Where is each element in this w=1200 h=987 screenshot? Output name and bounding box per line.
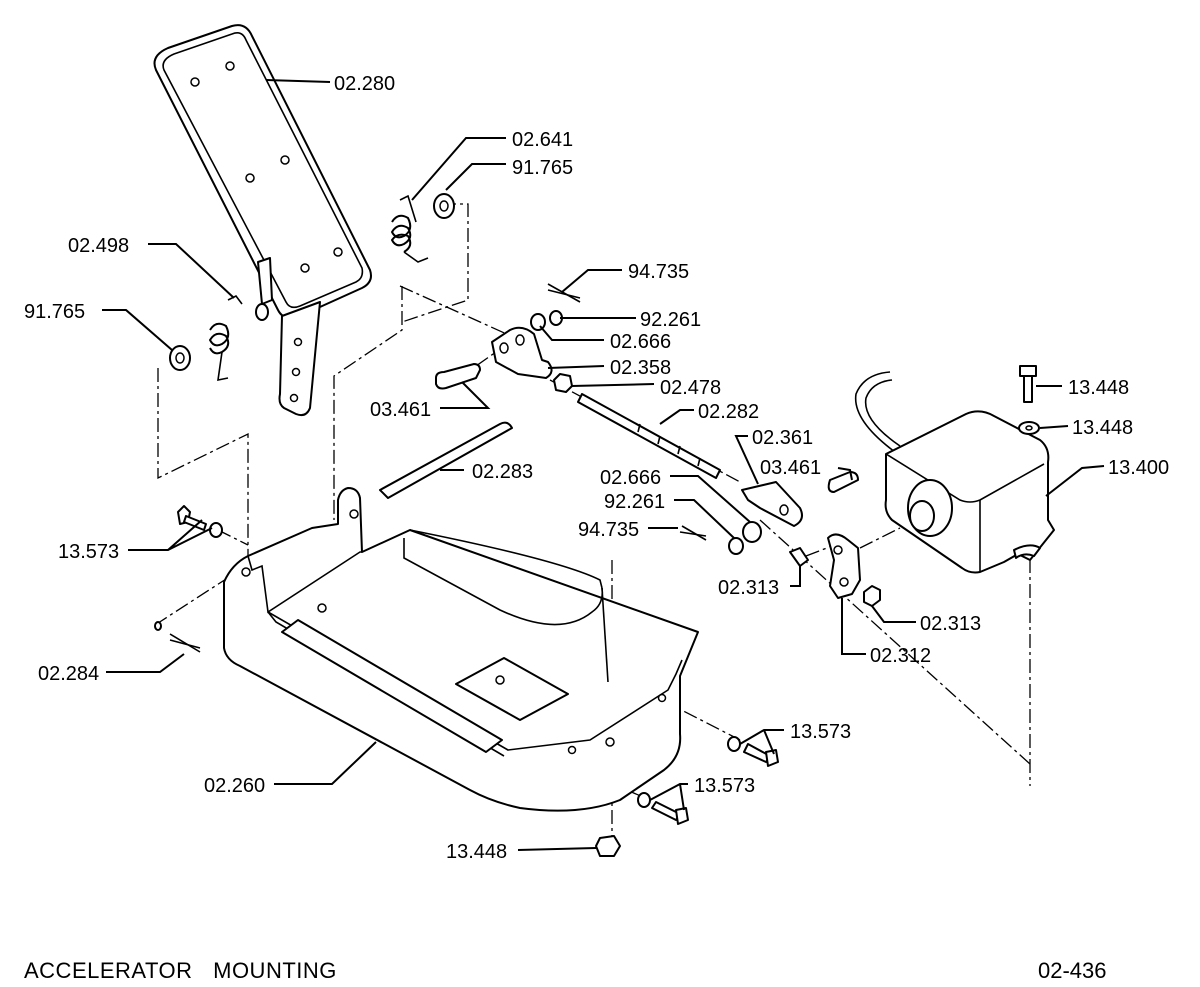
- callout-02-666-lower: 02.666: [600, 467, 661, 489]
- callout-02-260: 02.260: [204, 775, 265, 797]
- callout-labels: 02.280 02.641 91.765 02.498 91.765 94.73…: [24, 73, 1169, 863]
- callout-92-261-upper: 92.261: [640, 309, 701, 331]
- return-spring-right: [391, 194, 429, 263]
- callout-03-461-left: 03.461: [370, 399, 431, 421]
- page-title: ACCELERATOR MOUNTING: [24, 958, 337, 983]
- callout-02-498: 02.498: [68, 235, 129, 257]
- lower-clevis-group: [679, 471, 881, 607]
- callout-92-261-lower: 92.261: [604, 491, 665, 513]
- callout-02-666-upper: 02.666: [610, 331, 671, 353]
- callout-13-573-bottom: 13.573: [694, 775, 755, 797]
- callout-94-735-upper: 94.735: [628, 261, 689, 283]
- exploded-parts-diagram: 02.280 02.641 91.765 02.498 91.765 94.73…: [24, 24, 1169, 863]
- tray-fasteners: [154, 505, 779, 857]
- return-spring-left: [209, 294, 243, 382]
- threaded-rod: [577, 393, 721, 479]
- callout-02-313-right: 02.313: [920, 613, 981, 635]
- callout-91-765-lower: 91.765: [24, 301, 85, 323]
- callout-02-358: 02.358: [610, 357, 671, 379]
- callout-02-283: 02.283: [472, 461, 533, 483]
- callout-13-573-right: 13.573: [790, 721, 851, 743]
- pedal-housing-tray: [223, 487, 699, 812]
- callout-02-313-left: 02.313: [718, 577, 779, 599]
- throttle-sensor-box: [854, 371, 1055, 574]
- upper-clevis-group: [435, 283, 581, 393]
- callout-03-461-right: 03.461: [760, 457, 821, 479]
- callout-02-282: 02.282: [698, 401, 759, 423]
- leader-lines: [102, 79, 1105, 851]
- callout-02-478: 02.478: [660, 377, 721, 399]
- callout-02-280: 02.280: [334, 73, 395, 95]
- accelerator-pedal: [153, 24, 372, 417]
- washer-left: [169, 345, 191, 371]
- callout-13-448-washer: 13.448: [1072, 417, 1133, 439]
- washer-right: [433, 193, 455, 219]
- callout-91-765-upper: 91.765: [512, 157, 573, 179]
- callout-13-448-bolt: 13.448: [1068, 377, 1129, 399]
- callout-13-573-left: 13.573: [58, 541, 119, 563]
- callout-13-448-nut: 13.448: [446, 841, 507, 863]
- callout-02-361: 02.361: [752, 427, 813, 449]
- callout-02-284: 02.284: [38, 663, 99, 685]
- callout-94-735-lower: 94.735: [578, 519, 639, 541]
- callout-13-400: 13.400: [1108, 457, 1169, 479]
- page-code: 02-436: [1038, 958, 1107, 983]
- callout-02-312: 02.312: [870, 645, 931, 667]
- callout-02-641: 02.641: [512, 129, 573, 151]
- pedal-rod: [379, 421, 513, 499]
- sensor-bolt: [1018, 365, 1040, 435]
